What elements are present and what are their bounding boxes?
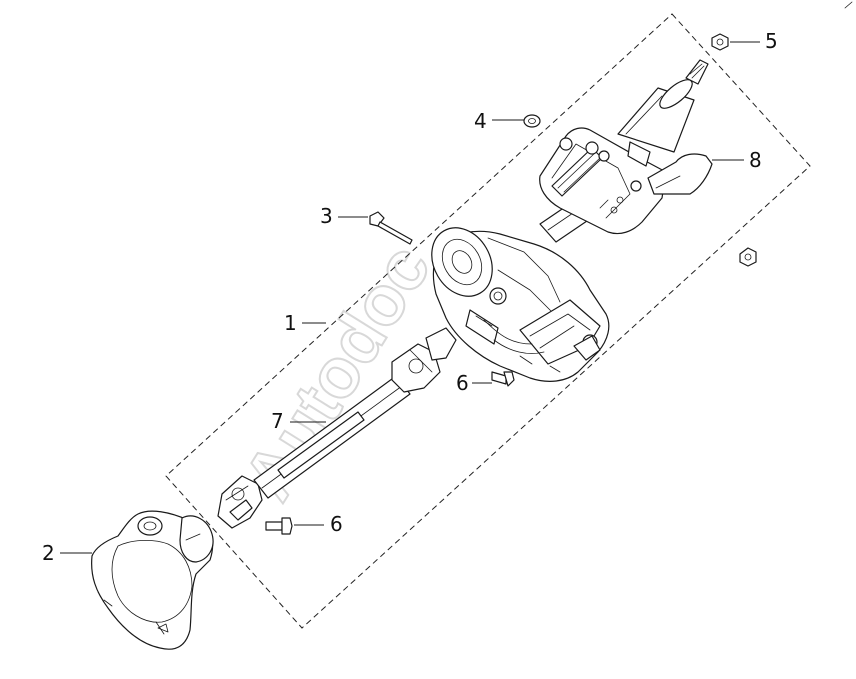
loose-nut [739, 247, 757, 267]
steering-column-housing-part [431, 59, 713, 382]
callout-3: 3 [320, 204, 333, 228]
bolt-part-6-lower [265, 517, 293, 535]
callout-1: 1 [284, 311, 297, 335]
callout-2: 2 [42, 541, 55, 565]
callout-5: 5 [765, 29, 778, 53]
bolt-part-6-upper [491, 371, 515, 387]
callout-7: 7 [271, 409, 284, 433]
washer-part-4 [523, 114, 541, 128]
assembly-boundary [165, 13, 811, 629]
callout-4: 4 [474, 109, 487, 133]
callout-6-upper: 6 [456, 371, 469, 395]
corner-mark [844, 1, 853, 9]
callout-8: 8 [749, 148, 762, 172]
bolt-part-3 [369, 211, 413, 245]
intermediate-shaft-part [217, 327, 457, 529]
nut-part-5 [711, 33, 729, 51]
dust-boot-part [91, 510, 214, 650]
callout-6-lower: 6 [330, 512, 343, 536]
